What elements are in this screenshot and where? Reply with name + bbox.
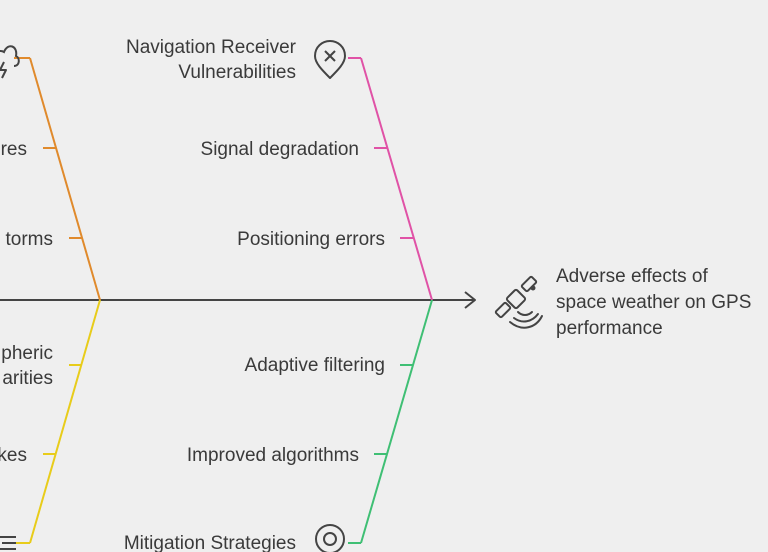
list-icon xyxy=(0,536,16,550)
cause-bottom-left-1b: arities xyxy=(2,368,53,389)
branch-bottom-left xyxy=(14,299,101,544)
category-title-bottom-right: Mitigation Strategies xyxy=(124,533,296,552)
cause-bottom-right-1: Adaptive filtering xyxy=(245,355,385,376)
cause-bottom-left-2: kes xyxy=(0,445,27,466)
branch-top-right xyxy=(348,57,433,301)
effect-line-2: space weather on GPS xyxy=(556,292,751,313)
location-x-icon xyxy=(314,40,346,79)
branch-top-left xyxy=(14,57,101,301)
storm-cloud-icon xyxy=(0,45,20,79)
target-icon xyxy=(315,524,345,552)
category-title-top-right-1: Navigation Receiver xyxy=(126,37,297,58)
cause-bottom-right-2: Improved algorithms xyxy=(187,445,359,466)
effect-line-1: Adverse effects of xyxy=(556,266,708,287)
cause-top-right-1: Signal degradation xyxy=(201,139,359,160)
spine-arrowhead xyxy=(464,291,476,309)
satellite-icon xyxy=(494,275,543,329)
cause-bottom-left-1a: pheric xyxy=(1,343,53,364)
branch-bottom-right xyxy=(348,299,433,544)
cause-top-left-2: torms xyxy=(6,229,54,250)
cause-top-right-2: Positioning errors xyxy=(237,229,385,250)
cause-top-left-1: res xyxy=(1,139,27,160)
category-title-top-right-2: Vulnerabilities xyxy=(178,62,296,83)
effect-line-3: performance xyxy=(556,318,663,339)
